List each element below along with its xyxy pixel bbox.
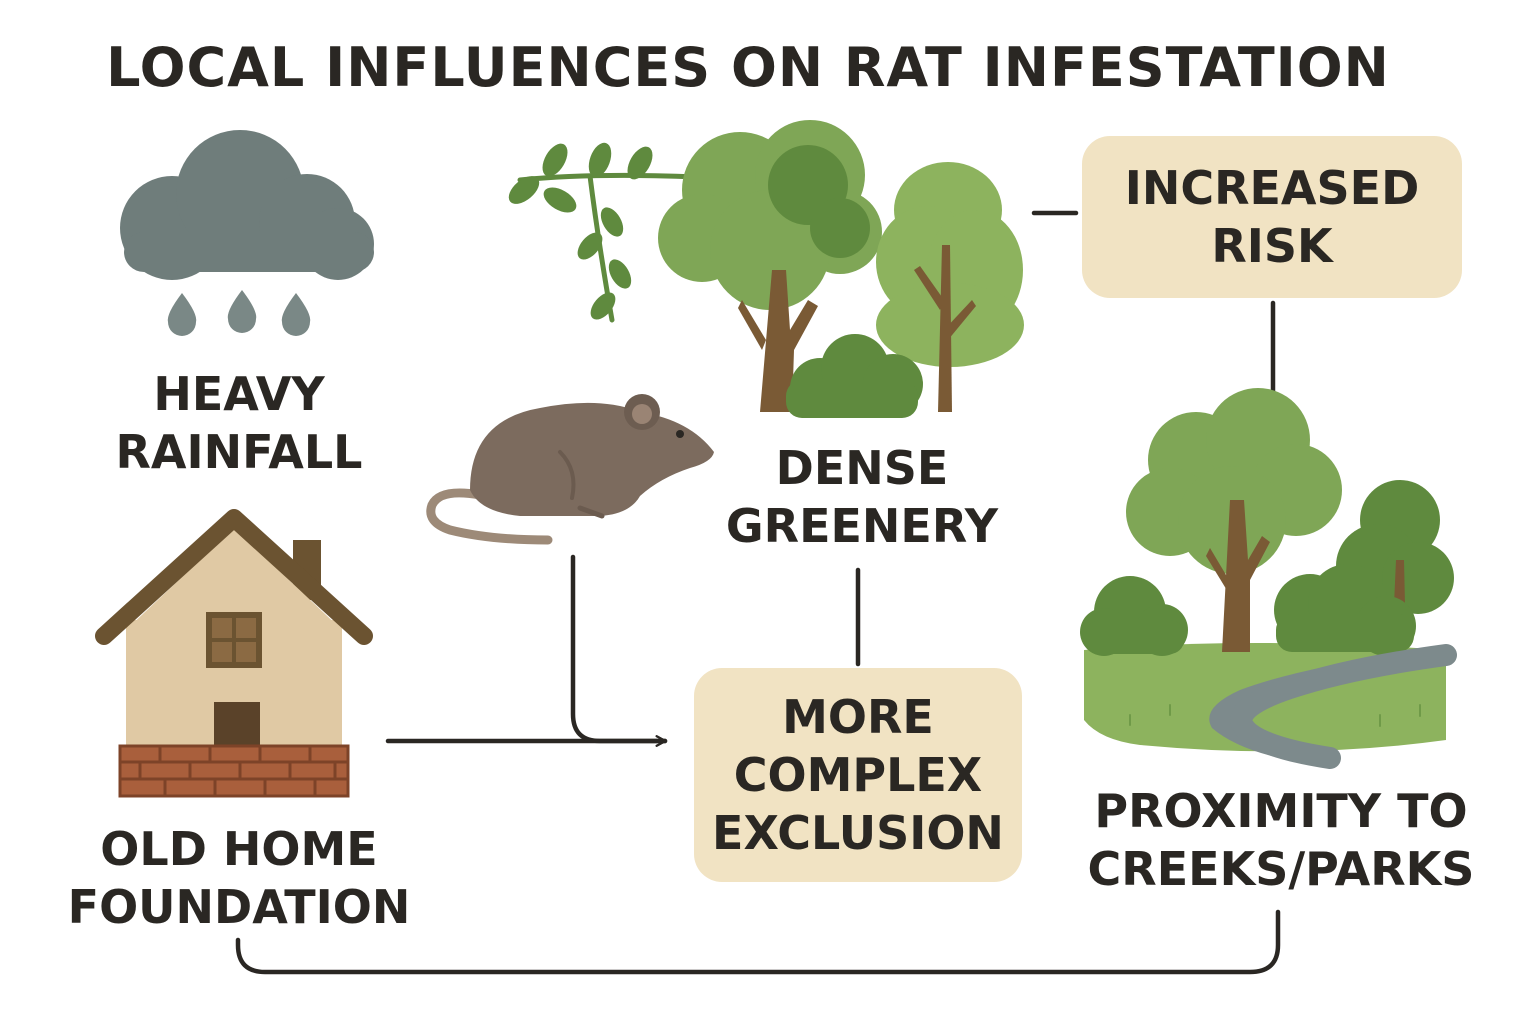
creeks-line-2: CREEKS/PARKS — [1087, 842, 1475, 896]
exclusion-line-2: COMPLEX — [733, 748, 983, 802]
rat-icon — [426, 394, 714, 545]
increased-risk-line-2: RISK — [1211, 219, 1333, 273]
rain-cloud-icon — [120, 130, 374, 336]
diagram-title: LOCAL INFLUENCES ON RAT INFESTATION — [106, 36, 1390, 99]
house-icon — [95, 509, 373, 798]
heavy-rainfall-line-1: HEAVY — [153, 367, 325, 421]
edge-rat-to-exclusion — [570, 554, 668, 747]
dense-greenery-line-1: DENSE — [775, 441, 949, 495]
exclusion-line-1: MORE — [782, 690, 934, 744]
connectors — [235, 210, 1281, 975]
creeks-line-1: PROXIMITY TO — [1094, 784, 1468, 838]
old-home-foundation-label: OLD HOME FOUNDATION — [54, 820, 424, 936]
increased-risk-node: INCREASED RISK — [1082, 136, 1462, 298]
proximity-creeks-parks-label: PROXIMITY TO CREEKS/PARKS — [1076, 782, 1486, 898]
exclusion-line-3: EXCLUSION — [712, 806, 1004, 860]
foundation-line-2: FOUNDATION — [67, 880, 411, 934]
heavy-rainfall-label: HEAVY RAINFALL — [94, 365, 384, 481]
increased-risk-line-1: INCREASED — [1124, 161, 1420, 215]
dense-greenery-label: DENSE GREENERY — [712, 439, 1012, 555]
more-complex-exclusion-node: MORE COMPLEX EXCLUSION — [694, 668, 1022, 882]
foundation-line-1: OLD HOME — [100, 822, 378, 876]
dense-greenery-line-2: GREENERY — [725, 499, 999, 553]
park-creek-icon — [1080, 388, 1457, 769]
heavy-rainfall-line-2: RAINFALL — [115, 425, 363, 479]
trees-icon — [508, 120, 1024, 418]
edge-foundation-to-creeks — [235, 909, 1281, 975]
